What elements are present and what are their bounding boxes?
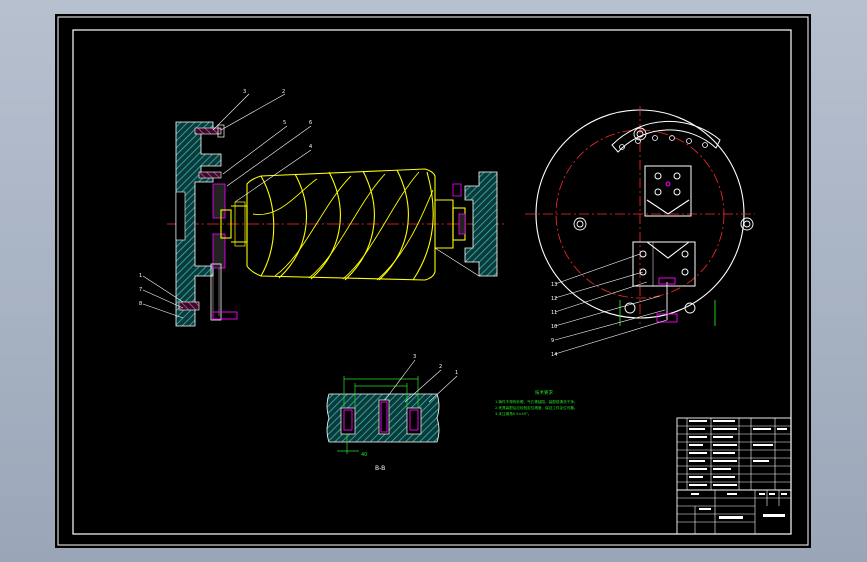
side-label-12: 12: [551, 296, 557, 302]
side-label-10: 10: [551, 324, 557, 330]
arc-slot: [611, 120, 721, 153]
flange-holes: [573, 127, 754, 231]
inner-frame: [72, 29, 792, 535]
leader-label-5: 5: [283, 120, 286, 126]
section-leader-3: 3: [413, 354, 416, 360]
leader-label-4: 4: [309, 144, 312, 150]
bolt-top: [194, 124, 225, 138]
leader-label-8: 8: [139, 301, 142, 307]
outer-frame: [57, 16, 809, 546]
section-view[interactable]: 40 3 2 1 B-B: [326, 354, 458, 472]
leaders-top: [212, 93, 312, 203]
side-clamp: [619, 277, 716, 326]
tail-support: [464, 171, 498, 277]
leader-label-1: 1: [139, 273, 142, 279]
leader-label-7: 7: [139, 287, 142, 293]
section-dim-text: 40: [361, 452, 367, 458]
drawing-sheet[interactable]: 3 2 5 6 4 1 7 8: [55, 14, 811, 548]
technical-notes[interactable]: 技术要求 1.铸件不得有砂眼、气孔等缺陷，装配前清洗干净。 2.夹具装配后应检验…: [495, 389, 578, 416]
side-label-9: 9: [551, 338, 554, 344]
main-view[interactable]: 3 2 5 6 4 1 7 8: [139, 89, 505, 327]
notes-line-1: 1.铸件不得有砂眼、气孔等缺陷，装配前清洗干净。: [495, 399, 578, 404]
screw-rotor: [246, 168, 436, 281]
title-block[interactable]: [676, 417, 792, 535]
title-block-text: [689, 420, 787, 519]
shaft-right: [435, 199, 466, 249]
side-label-14: 14: [551, 352, 557, 358]
section-dims: [337, 376, 419, 454]
v-block-upper: [644, 165, 692, 217]
notes-line-2: 2.夹具装配后应检验定位精度，保证工件定位可靠。: [495, 405, 578, 410]
leader-label-2: 2: [282, 89, 285, 95]
notes-title: 技术要求: [535, 389, 553, 396]
notes-line-3: 3.未注倒角0.5×45°。: [495, 411, 532, 416]
leader-label-3: 3: [243, 89, 246, 95]
side-label-11: 11: [551, 310, 557, 316]
v-block-lower: [632, 241, 696, 287]
leader-label-6: 6: [309, 120, 312, 126]
drawing-canvas: 3 2 5 6 4 1 7 8: [57, 16, 809, 546]
section-label: B-B: [375, 465, 385, 472]
section-leader-1: 1: [455, 370, 458, 376]
leaders-left: [142, 275, 184, 319]
side-label-13: 13: [551, 282, 557, 288]
section-leader-2: 2: [439, 364, 442, 370]
side-view[interactable]: 13 12 11 10 9 14: [525, 106, 755, 358]
side-leaders: [554, 253, 668, 355]
